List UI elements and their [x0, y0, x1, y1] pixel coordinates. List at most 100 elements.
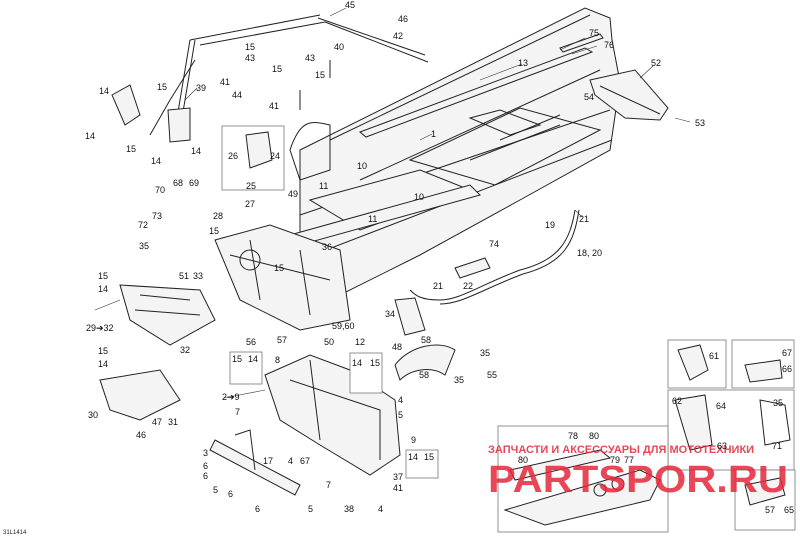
inset-77-80 [497, 425, 669, 533]
callout-57-a: 57 [277, 335, 287, 345]
callout-58-a: 58 [421, 335, 431, 345]
callout-59-60: 59,60 [332, 321, 355, 331]
callout-45: 45 [345, 0, 355, 10]
callout-47: 47 [152, 417, 162, 427]
diagram-id: 31L1414 [3, 530, 27, 536]
callout-17: 17 [263, 456, 273, 466]
callout-70: 70 [155, 185, 165, 195]
callout-14-d: 14 [191, 146, 201, 156]
inset-57-65 [734, 469, 796, 531]
inset-62-71 [667, 389, 795, 471]
bolt-box-14-15-a [229, 351, 263, 385]
callout-35-b: 35 [480, 348, 490, 358]
callout-39: 39 [196, 83, 206, 93]
callout-41-a: 41 [220, 77, 230, 87]
front-chassis [214, 224, 351, 331]
callout-50: 50 [324, 337, 334, 347]
callout-14-b: 14 [85, 131, 95, 141]
callout-8: 8 [275, 355, 280, 365]
callout-15-c: 15 [315, 70, 325, 80]
callout-10-upper: 10 [357, 161, 367, 171]
part-22 [454, 257, 491, 279]
callout-61: 61 [709, 351, 719, 361]
callout-6-b: 6 [203, 471, 208, 481]
callout-48: 48 [392, 342, 402, 352]
callout-55: 55 [487, 370, 497, 380]
hose-assembly [409, 209, 580, 305]
bolt-box-14-15-b [349, 352, 383, 394]
callout-5: 5 [398, 410, 403, 420]
callout-4-c: 4 [378, 504, 383, 514]
detail-box-24-26 [221, 125, 285, 191]
callout-15-e: 15 [126, 144, 136, 154]
callout-73: 73 [152, 211, 162, 221]
callout-19: 19 [545, 220, 555, 230]
callout-25: 25 [246, 181, 256, 191]
callout-41-b: 41 [269, 101, 279, 111]
callout-15-i: 15 [98, 346, 108, 356]
callout-5-c: 5 [308, 504, 313, 514]
callout-66: 66 [782, 364, 792, 374]
callout-80-a: 80 [589, 431, 599, 441]
callout-18-20: 18, 20 [577, 248, 602, 258]
callout-6-d: 6 [255, 504, 260, 514]
callout-58-b: 58 [419, 370, 429, 380]
callout-6-c: 6 [228, 489, 233, 499]
callout-79: 79 [610, 455, 620, 465]
callout-2-9: 2➔9 [222, 392, 240, 402]
rear-bumper [589, 69, 669, 121]
rail-strips [359, 33, 604, 138]
callout-62: 62 [672, 396, 682, 406]
callout-51: 51 [179, 271, 189, 281]
callout-65: 65 [784, 505, 794, 515]
callout-35-c: 35 [454, 375, 464, 385]
callout-15-f: 15 [209, 226, 219, 236]
side-brackets [394, 297, 456, 381]
callout-54: 54 [584, 92, 594, 102]
callout-6-a: 6 [203, 461, 208, 471]
callout-71: 71 [772, 441, 782, 451]
callout-75: 75 [589, 28, 599, 38]
callout-67-a: 67 [300, 456, 310, 466]
callout-14-h: 14 [352, 358, 362, 368]
callout-14-a: 14 [99, 86, 109, 96]
callout-44: 44 [232, 90, 242, 100]
callout-32: 32 [180, 345, 190, 355]
callout-4-a: 4 [398, 395, 403, 405]
callout-37: 37 [393, 472, 403, 482]
callout-77: 77 [624, 455, 634, 465]
callout-labels: 1 10 10 11 11 13 75 76 52 53 54 45 46 42… [3, 0, 794, 536]
callout-36: 36 [322, 242, 332, 252]
steering-support-frame [111, 14, 429, 143]
callout-26: 26 [228, 151, 238, 161]
callout-15-g: 15 [274, 263, 284, 273]
callout-67-b: 67 [782, 348, 792, 358]
callout-11-lower: 11 [368, 214, 377, 224]
callout-57-b: 57 [765, 505, 775, 515]
callout-21-b: 21 [579, 214, 589, 224]
inset-61 [667, 339, 727, 389]
watermark: ЗАПЧАСТИ И АКСЕССУАРЫ ДЛЯ МОТОТЕХНИКИ PA… [488, 444, 788, 501]
callout-30: 30 [88, 410, 98, 420]
callout-27: 27 [245, 199, 255, 209]
callout-29-32: 29➔32 [86, 323, 114, 333]
callout-69: 69 [189, 178, 199, 188]
callout-46: 46 [136, 430, 146, 440]
callout-43-a: 43 [245, 53, 255, 63]
callout-14-c: 14 [151, 156, 161, 166]
callout-56: 56 [246, 337, 256, 347]
callout-53: 53 [695, 118, 705, 128]
callout-52: 52 [651, 58, 661, 68]
callout-40: 40 [334, 42, 344, 52]
callout-34: 34 [385, 309, 395, 319]
callout-78: 78 [568, 431, 578, 441]
callout-15-l: 15 [424, 452, 434, 462]
callout-46: 46 [398, 14, 408, 24]
callout-24: 24 [270, 151, 280, 161]
callout-7-b: 7 [326, 480, 331, 490]
lower-slide-rail [209, 429, 301, 496]
callout-35-d: 35 [773, 398, 783, 408]
callout-49: 49 [288, 189, 298, 199]
callout-41-c: 41 [393, 483, 403, 493]
callout-38: 38 [344, 504, 354, 514]
